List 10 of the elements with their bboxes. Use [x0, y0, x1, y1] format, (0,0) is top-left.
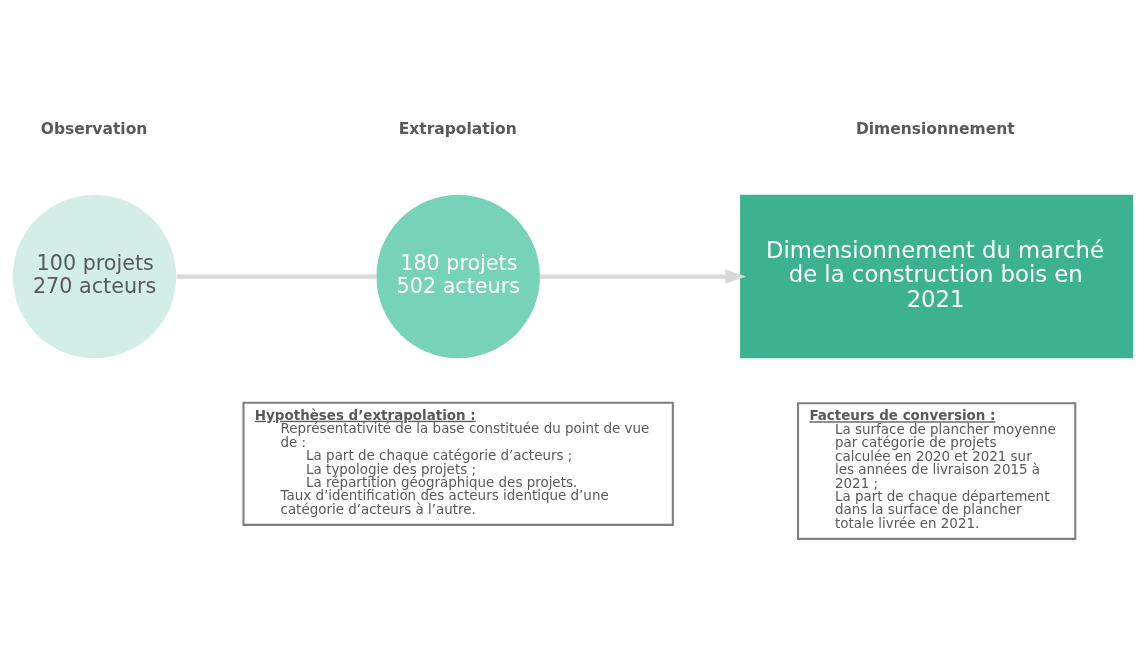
arrow: [540, 269, 746, 284]
label: Observation: [40, 120, 148, 139]
label: Extrapolation: [398, 120, 517, 139]
connector: [176, 274, 377, 279]
node-box: Hypothèses d’extrapolation : Représentativité de la base constituée du point de vue de : La part de chaque catégorie d’acteurs ; La typologie des projets ; La répartition géographique des projets. Taux d’identification des acteurs identique d’une catégorie d’acteurs à l’autre.: [242, 401, 674, 526]
node-circle: 100 projets 270 acteurs: [12, 194, 177, 359]
node-circle: 180 projets 502 acteurs: [376, 194, 540, 359]
node-box: Facteurs de conversion : La surface de plancher moyenne par catégorie de projets calculée en 2020 et 2021 sur les années de livraison 2015 à 2021 ; La part de chaque département dans la surface de plancher totale livrée en 2021.: [797, 402, 1077, 540]
node-box: Dimensionnement du marché de la construction bois en 2021: [740, 194, 1134, 359]
label: Dimensionnement: [855, 120, 1015, 139]
